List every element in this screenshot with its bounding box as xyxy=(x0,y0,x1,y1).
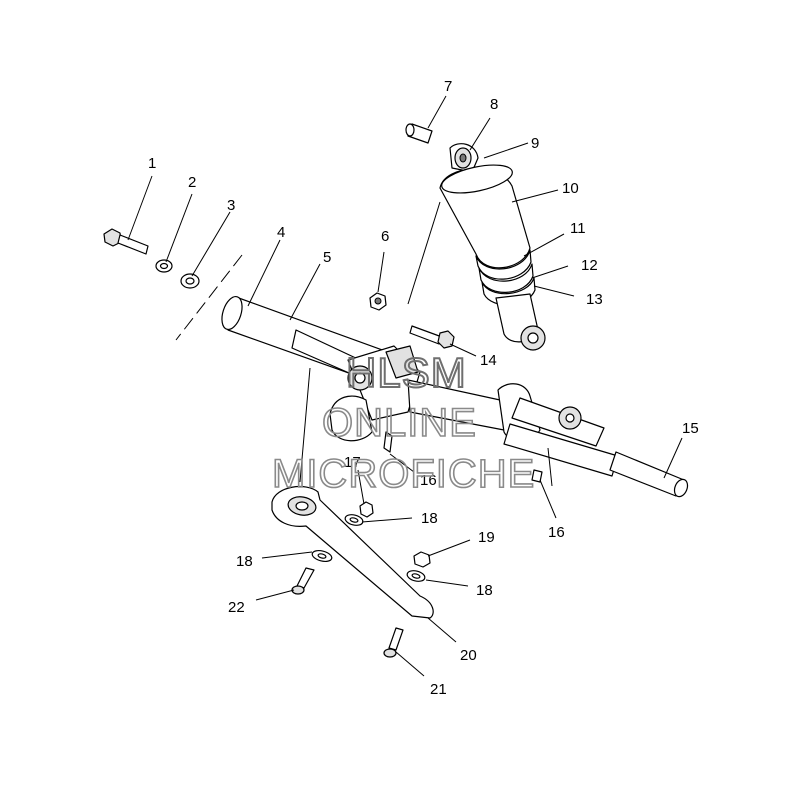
callout-14: 14 xyxy=(480,352,497,369)
leader-lines xyxy=(127,95,683,677)
callout-5: 5 xyxy=(323,249,331,266)
part-7-sleeve[interactable] xyxy=(405,123,433,144)
part-14-bolt[interactable] xyxy=(409,325,455,349)
watermark-line-1: HLSM xyxy=(346,349,467,396)
part-22-bolt[interactable] xyxy=(291,567,315,595)
callout-16-left: 16 xyxy=(420,472,437,489)
part-19-nut[interactable] xyxy=(413,551,431,568)
callout-17: 17 xyxy=(344,454,361,471)
callout-10: 10 xyxy=(562,180,579,197)
callout-9: 9 xyxy=(531,135,539,152)
part-17-nut[interactable] xyxy=(359,501,374,518)
callout-21: 21 xyxy=(430,681,447,698)
callout-16-right: 16 xyxy=(548,524,565,541)
callout-7: 7 xyxy=(444,78,452,95)
callout-3: 3 xyxy=(227,197,235,214)
callout-13: 13 xyxy=(586,291,603,308)
part-6-nut[interactable] xyxy=(369,292,387,311)
callout-11: 11 xyxy=(570,220,586,237)
part-3-washer[interactable] xyxy=(180,273,200,289)
part-2-washer[interactable] xyxy=(155,259,173,273)
part-10-shock-absorber[interactable] xyxy=(439,143,546,351)
watermark: HLSM ONLINE MICROFICHE xyxy=(271,348,535,497)
callout-labels: 1 2 3 4 5 6 7 8 9 10 11 12 13 14 15 16 1… xyxy=(148,78,699,698)
centerline xyxy=(175,254,243,341)
watermark-line-2: ONLINE xyxy=(322,401,477,445)
callout-4: 4 xyxy=(277,224,285,241)
part-20-bracket[interactable] xyxy=(271,485,434,619)
callout-2: 2 xyxy=(188,174,196,191)
callout-20: 20 xyxy=(460,647,477,664)
callout-19: 19 xyxy=(478,529,495,546)
callout-18-upper: 18 xyxy=(421,510,438,527)
callout-18-left: 18 xyxy=(236,553,253,570)
callout-22: 22 xyxy=(228,599,245,616)
callout-1: 1 xyxy=(148,155,156,172)
callout-8: 8 xyxy=(490,96,498,113)
part-16-fastener-left[interactable] xyxy=(383,431,393,453)
part-5-swing-arm[interactable] xyxy=(218,294,619,477)
part-18-washer-upper[interactable] xyxy=(344,513,364,527)
watermark-line-3: MICROFICHE xyxy=(272,452,535,496)
callout-18-right: 18 xyxy=(476,582,493,599)
part-21-bolt[interactable] xyxy=(383,627,404,658)
part-18-washer-left[interactable] xyxy=(311,549,333,564)
callout-6: 6 xyxy=(381,228,389,245)
part-16-fastener-right[interactable] xyxy=(531,469,543,483)
callout-12: 12 xyxy=(581,257,598,274)
callout-15: 15 xyxy=(682,420,699,437)
part-15-axle-tube[interactable] xyxy=(609,451,690,499)
part-18-washer-right[interactable] xyxy=(406,569,426,583)
part-1-bolt[interactable] xyxy=(103,228,149,255)
